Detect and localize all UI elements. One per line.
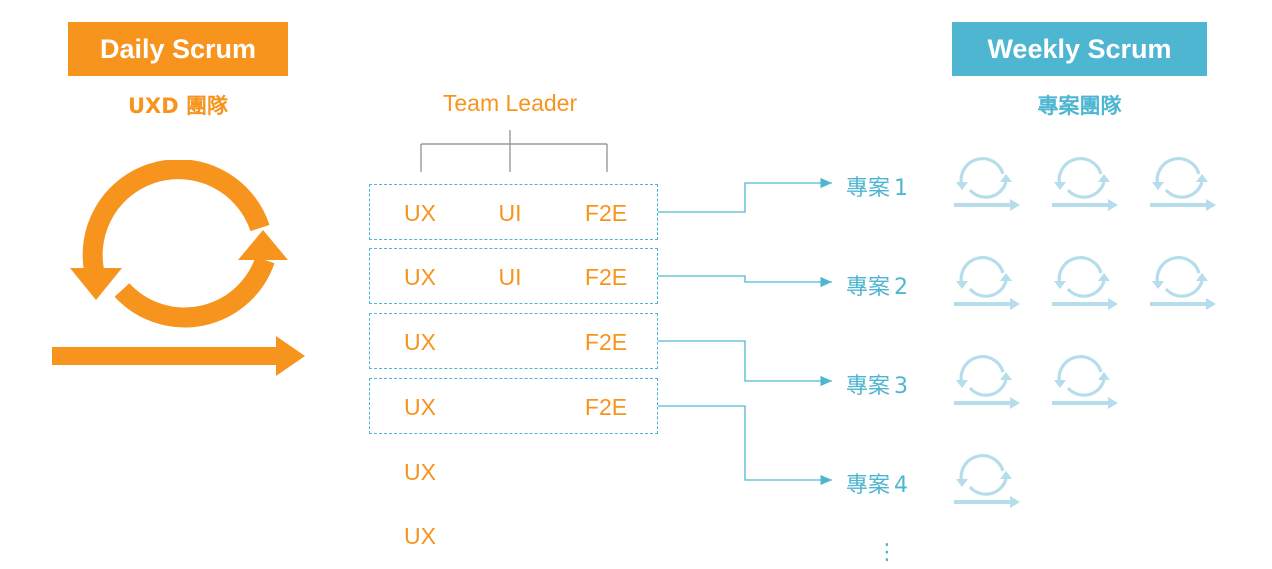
row2-ui: UI (498, 264, 522, 290)
row5-ux: UX (404, 459, 436, 485)
scrum-cycle-icon (1048, 251, 1120, 311)
more-projects-ellipsis: ⋮ (876, 540, 898, 565)
row4-ux: UX (404, 394, 436, 420)
scrum-cycle-icon (1048, 350, 1120, 410)
connector-row1-project1 (658, 177, 832, 213)
project-1-name: 專案 (846, 176, 891, 201)
uxd-team-label: UXD 團隊 (128, 94, 228, 118)
project-3-number: 3 (894, 374, 909, 399)
row3-f2e: F2E (584, 329, 628, 355)
scrum-cycle-icon (950, 152, 1022, 212)
weekly-scrum-banner: Weekly Scrum (952, 22, 1207, 76)
scrum-cycle-icon (1146, 152, 1218, 212)
row1-ux: UX (404, 200, 436, 226)
row3-ux: UX (404, 329, 436, 355)
row6-ux: UX (404, 523, 436, 549)
connector-row2-project2 (658, 275, 832, 288)
row1-f2e: F2E (584, 200, 628, 226)
team-row-box-4 (369, 378, 658, 434)
scrum-cycle-icon (950, 251, 1022, 311)
project-2-number: 2 (894, 275, 909, 300)
project-team-label: 專案團隊 (1037, 94, 1122, 118)
project-2-name: 專案 (846, 275, 891, 300)
connector-row4-project4 (658, 405, 832, 486)
row4-f2e: F2E (584, 394, 628, 420)
connector-row3-project3 (658, 340, 832, 387)
scrum-cycle-icon (950, 449, 1022, 509)
team-row-box-1 (369, 184, 658, 240)
row2-ux: UX (404, 264, 436, 290)
row2-f2e: F2E (584, 264, 628, 290)
project-4-number: 4 (894, 473, 909, 498)
project-1-number: 1 (894, 176, 909, 201)
weekly-scrum-title: Weekly Scrum (987, 33, 1172, 64)
row1-ui: UI (498, 200, 522, 226)
scrum-cycle-icon (1048, 152, 1120, 212)
team-row-box-2 (369, 248, 658, 304)
team-leader-label: Team Leader (442, 90, 578, 116)
team-row-box-3 (369, 313, 658, 369)
scrum-cycle-icon (1146, 251, 1218, 311)
scrum-cycle-icon (950, 350, 1022, 410)
team-leader-bracket (420, 130, 608, 172)
daily-scrum-banner: Daily Scrum (68, 22, 288, 76)
project-4-name: 專案 (846, 473, 891, 498)
project-3-name: 專案 (846, 374, 891, 399)
daily-scrum-title: Daily Scrum (99, 33, 257, 64)
daily-scrum-cycle-icon (52, 160, 305, 376)
